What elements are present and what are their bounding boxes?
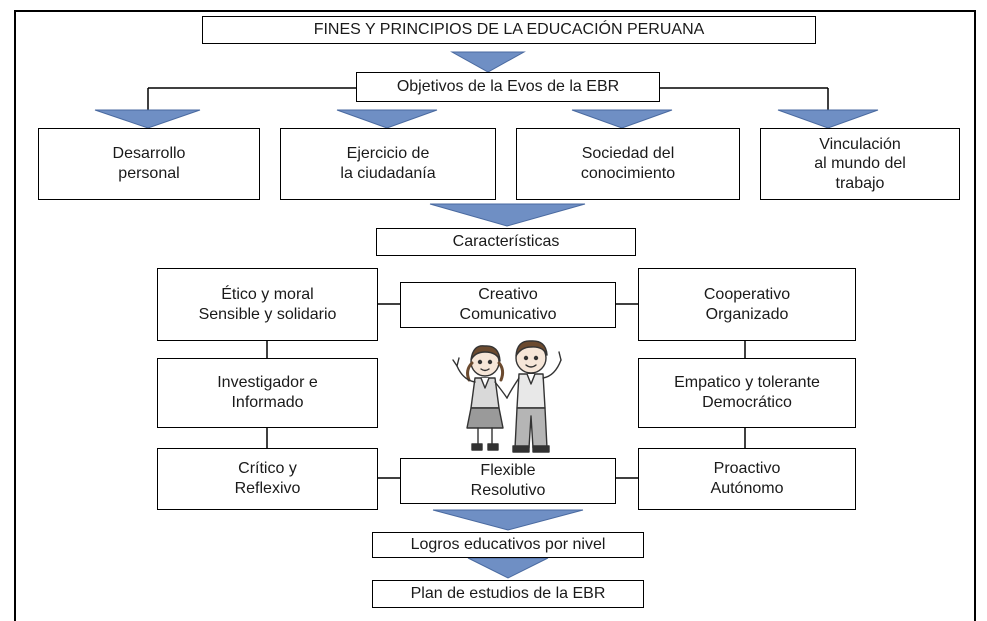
achievements-box: Logros educativos por nivel: [372, 532, 644, 558]
char-center-top-line2: Comunicativo: [459, 306, 557, 323]
arrow-objective-2: [336, 109, 438, 129]
char-box-left-mid: Investigador e Informado: [157, 358, 378, 428]
objective-3-line1: Sociedad del: [581, 145, 675, 163]
arrow-objective-3: [571, 109, 673, 129]
arrow-to-plan: [467, 557, 549, 579]
char-box-right-mid: Empatico y tolerante Democrático: [638, 358, 856, 428]
char-box-left-top: Ético y moral Sensible y solidario: [157, 268, 378, 341]
objective-2-line2: la ciudadanía: [340, 165, 436, 182]
objective-box-4: Vinculación al mundo del trabajo: [760, 128, 960, 200]
char-left-mid-line2: Informado: [231, 394, 304, 411]
achievements-text: Logros educativos por nivel: [410, 536, 606, 554]
char-box-left-bot: Crítico y Reflexivo: [157, 448, 378, 510]
objective-1-line1: Desarrollo: [112, 145, 186, 163]
char-box-center-bot: Flexible Resolutivo: [400, 458, 616, 504]
characteristics-header-text: Características: [452, 233, 560, 251]
char-right-top-line1: Cooperativo: [703, 285, 791, 303]
diagram-frame: [14, 10, 976, 621]
objectives-header-text: Objetivos de la Evos de la EBR: [396, 78, 620, 96]
arrow-objective-1: [94, 109, 201, 129]
objective-box-2: Ejercicio de la ciudadanía: [280, 128, 496, 200]
char-right-bot-line2: Autónomo: [710, 480, 784, 497]
char-right-mid-line2: Democrático: [702, 394, 792, 411]
title-text: FINES Y PRINCIPIOS DE LA EDUCACIÓN PERUA…: [313, 21, 705, 39]
char-right-bot-line1: Proactivo: [713, 460, 781, 478]
objective-4-line2: al mundo del: [814, 155, 906, 173]
char-left-top-line2: Sensible y solidario: [198, 305, 337, 323]
objective-1-line2: personal: [118, 165, 180, 182]
char-left-bot-line1: Crítico y: [238, 460, 297, 478]
plan-box: Plan de estudios de la EBR: [372, 580, 644, 608]
objective-box-3: Sociedad del conocimiento: [516, 128, 740, 200]
char-right-mid-line1: Empatico y tolerante: [674, 374, 820, 392]
objective-2-line1: Ejercicio de: [346, 145, 430, 163]
arrow-to-objectives: [450, 51, 526, 73]
title-box: FINES Y PRINCIPIOS DE LA EDUCACIÓN PERUA…: [202, 16, 816, 44]
char-center-bot-line1: Flexible: [480, 462, 536, 480]
objective-box-1: Desarrollo personal: [38, 128, 260, 200]
char-left-top-line1: Ético y moral: [221, 285, 314, 303]
arrow-objective-4: [777, 109, 879, 129]
objective-3-line2: conocimiento: [580, 165, 676, 182]
arrow-to-characteristics: [429, 203, 586, 227]
plan-text: Plan de estudios de la EBR: [410, 585, 606, 603]
objective-4-line3: trabajo: [835, 174, 885, 192]
char-box-right-top: Cooperativo Organizado: [638, 268, 856, 341]
char-left-mid-line1: Investigador e: [217, 374, 318, 392]
children-illustration: [452, 340, 562, 453]
char-center-bot-line2: Resolutivo: [470, 482, 546, 499]
char-left-bot-line2: Reflexivo: [234, 480, 301, 497]
char-center-top-line1: Creativo: [478, 286, 538, 304]
char-right-top-line2: Organizado: [705, 305, 789, 323]
objectives-header-box: Objetivos de la Evos de la EBR: [356, 72, 660, 102]
char-box-right-bot: Proactivo Autónomo: [638, 448, 856, 510]
objective-4-line1: Vinculación: [819, 135, 901, 153]
characteristics-header-box: Características: [376, 228, 636, 256]
char-box-center-top: Creativo Comunicativo: [400, 282, 616, 328]
arrow-to-achievements: [432, 509, 584, 531]
